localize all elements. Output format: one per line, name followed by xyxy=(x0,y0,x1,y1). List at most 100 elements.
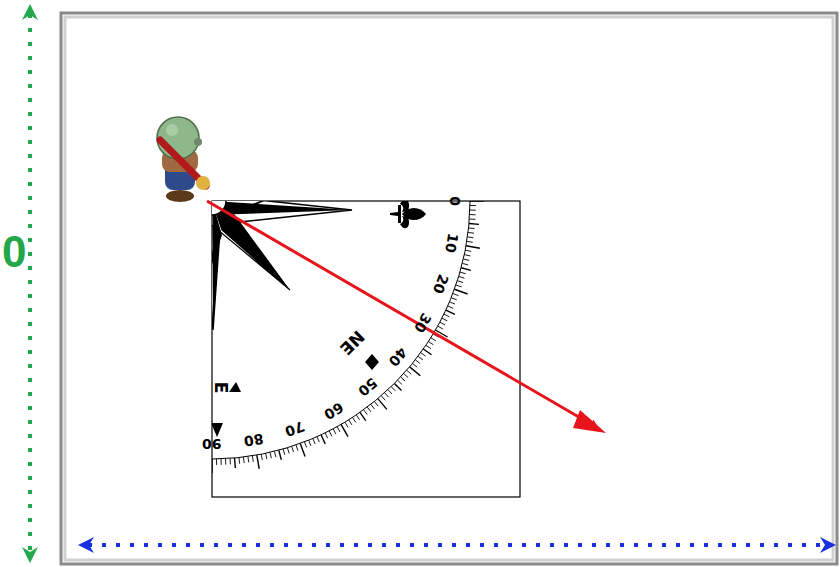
scale-tick xyxy=(364,410,368,415)
compass-box xyxy=(212,201,520,497)
scale-tick xyxy=(469,227,475,229)
scale-tick xyxy=(345,422,348,427)
scale-number: 90 xyxy=(202,437,221,451)
scale-tick xyxy=(337,427,340,432)
scale-tick xyxy=(274,451,275,457)
arrow-head xyxy=(820,537,836,553)
scale-tick xyxy=(469,218,475,219)
scale-tick xyxy=(470,205,476,206)
scale-tick xyxy=(360,412,366,420)
scale-tick xyxy=(401,377,405,381)
scale-tick xyxy=(234,458,236,468)
scale-tick xyxy=(216,459,217,465)
scale-tick xyxy=(243,457,245,463)
scale-tick xyxy=(321,435,325,444)
scale-tick xyxy=(221,459,222,465)
stage-frame-inner xyxy=(65,17,833,560)
scale-tick xyxy=(464,255,470,256)
scale-tick xyxy=(404,374,408,378)
scale-tick xyxy=(398,380,402,384)
scale-tick xyxy=(456,285,462,287)
scale-tick xyxy=(356,415,359,420)
scale-tick xyxy=(257,455,259,469)
scale-tick xyxy=(454,289,467,294)
scale-tick xyxy=(238,458,240,464)
scale-tick xyxy=(413,363,418,367)
scale-tick xyxy=(333,429,336,434)
scale-tick xyxy=(247,456,249,462)
scale-tick xyxy=(468,232,474,234)
scale-tick xyxy=(296,445,298,451)
scale-number: 0 xyxy=(448,196,462,206)
width-arrow xyxy=(88,543,826,547)
scale-tick xyxy=(423,349,431,355)
direction-arrow xyxy=(207,201,596,427)
scale-tick xyxy=(394,383,401,390)
axis-label: 0 xyxy=(2,230,26,274)
scale-tick xyxy=(442,318,447,321)
arrow-head xyxy=(22,547,38,563)
scale-tick xyxy=(465,250,471,251)
scale-tick xyxy=(270,452,271,458)
scale-tick xyxy=(449,302,455,304)
scale-tick xyxy=(381,396,385,401)
height-arrow xyxy=(28,14,32,552)
scale-tick xyxy=(415,360,420,364)
scale-tick xyxy=(225,459,226,465)
scale-tick xyxy=(292,446,294,452)
scale-tick xyxy=(309,440,311,446)
scale-tick xyxy=(266,453,267,459)
scale-tick xyxy=(329,431,332,436)
scale-tick xyxy=(431,338,436,341)
scale-tick xyxy=(374,402,378,407)
scale-tick xyxy=(461,268,471,271)
scale-tick xyxy=(279,450,282,460)
scale-tick xyxy=(451,298,457,300)
scale-tick xyxy=(341,424,348,436)
arrow-head xyxy=(22,4,38,20)
scale-tick xyxy=(287,448,289,454)
scale-tick xyxy=(470,214,476,215)
scale-tick xyxy=(470,210,476,211)
scale-tick xyxy=(426,345,431,348)
scale-tick xyxy=(353,417,356,422)
scale-tick xyxy=(407,370,412,374)
scale-tick xyxy=(317,437,319,442)
arrow-head xyxy=(78,537,94,553)
scale-tick xyxy=(421,353,426,357)
scale-tick xyxy=(438,326,443,329)
scale-tick xyxy=(367,407,371,412)
scale-number: 80 xyxy=(243,432,265,449)
scale-tick xyxy=(466,246,480,248)
scale-tick xyxy=(444,314,449,317)
scale-tick xyxy=(460,272,466,274)
scale-tick xyxy=(212,459,213,473)
arrow-head xyxy=(573,410,606,433)
scale-tick xyxy=(470,201,484,202)
scale-tick xyxy=(283,449,285,455)
scale-tick xyxy=(300,443,305,456)
scale-tick xyxy=(467,236,473,238)
scale-number: 10 xyxy=(443,232,460,254)
scale-tick xyxy=(453,293,459,295)
scale-tick xyxy=(410,367,421,376)
scale-tick xyxy=(446,310,455,314)
scale-tick xyxy=(448,306,453,308)
scale-tick xyxy=(252,456,254,462)
scale-tick xyxy=(469,223,479,225)
scale-tick xyxy=(391,387,395,391)
scale-tick xyxy=(385,393,389,397)
scale-tick xyxy=(261,454,262,460)
scale-tick xyxy=(313,438,315,444)
scale-tick xyxy=(462,263,468,264)
scale-tick xyxy=(229,458,230,464)
scale-tick xyxy=(459,276,465,278)
scale-tick xyxy=(428,342,433,345)
scale-tick xyxy=(371,404,375,409)
stage-frame xyxy=(61,13,837,564)
scale-tick xyxy=(418,356,423,360)
direction-label: E xyxy=(213,381,230,393)
scale-tick xyxy=(467,241,473,243)
